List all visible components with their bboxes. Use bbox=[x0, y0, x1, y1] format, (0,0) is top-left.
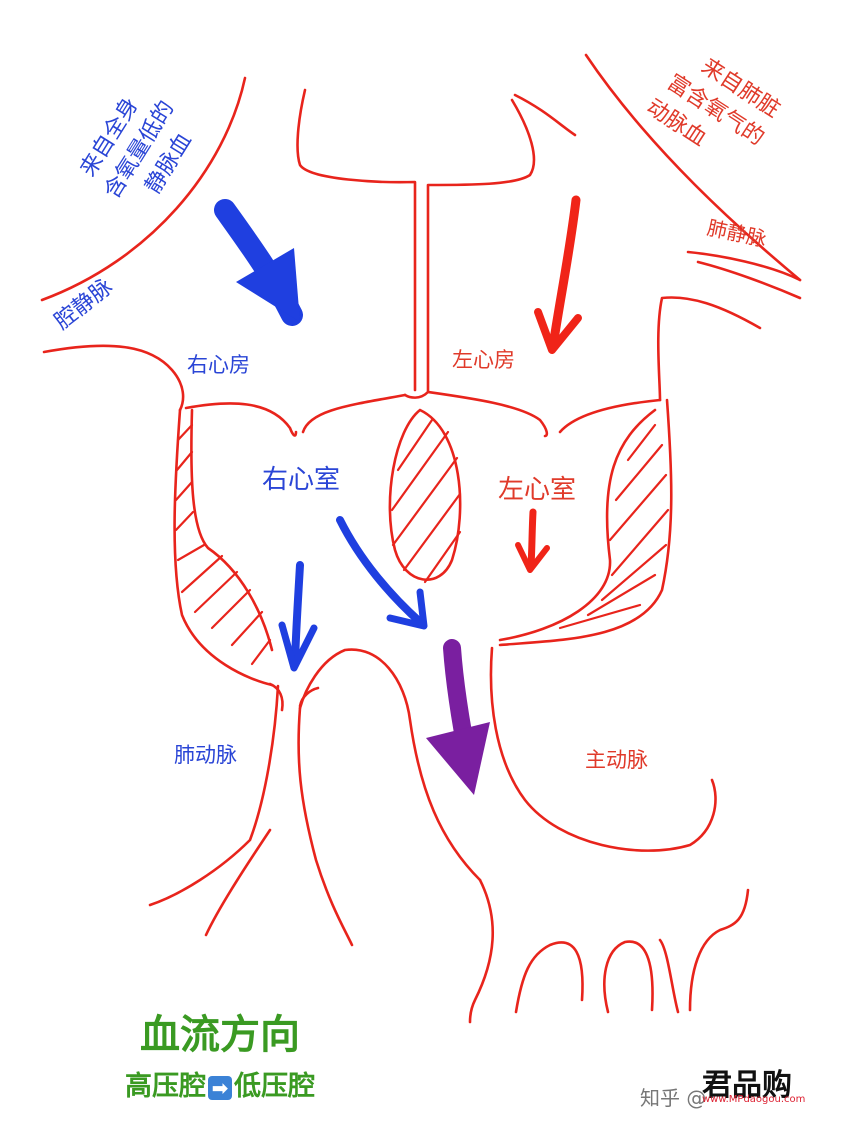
caption-title: 血流方向 bbox=[140, 1012, 300, 1058]
vessel-outlines bbox=[40, 53, 802, 1024]
right-heart-outer-wall bbox=[173, 408, 274, 687]
caption-subtitle: 高压腔➡低压腔 bbox=[60, 1064, 380, 1103]
vena-cava-outer-wall bbox=[40, 76, 247, 302]
right-atrioventricular-valve bbox=[184, 402, 298, 437]
superior-vessel-left bbox=[296, 88, 417, 392]
left-ventricle-inner-wall bbox=[498, 408, 657, 642]
pulmonary-artery-label: 肺动脉 bbox=[174, 743, 237, 767]
right-ventricle-inner-wall bbox=[190, 408, 274, 652]
right-atrium-wall bbox=[42, 344, 185, 412]
septum-base bbox=[403, 390, 430, 399]
blue-arrow-right-ventricle-down bbox=[278, 561, 318, 672]
right-ventricle-label: 右心室 bbox=[262, 465, 340, 495]
low-pressure-label: 低压腔 bbox=[234, 1071, 315, 1102]
aorta-lower-wall bbox=[514, 941, 584, 1014]
pulmonary-vein-inner bbox=[513, 93, 577, 137]
right-arrow-icon: ➡ bbox=[208, 1075, 232, 1100]
pulmonary-vein-outer-arc bbox=[584, 53, 802, 282]
pulmonary-artery-right-branch bbox=[297, 706, 354, 947]
pulmonary-vein-label: 肺静脉 bbox=[705, 215, 769, 251]
flow-arrows bbox=[214, 195, 582, 795]
brand-url: www.MPdaogou.com bbox=[702, 1094, 806, 1105]
blue-arrow-vena-cava bbox=[214, 199, 303, 326]
purple-arrow-aorta bbox=[426, 639, 490, 795]
pulmonary-vein-branch-lower bbox=[696, 260, 802, 300]
septum-hatching bbox=[390, 418, 462, 584]
pulmonary-valve-right bbox=[298, 686, 320, 708]
vena-cava-label: 腔静脉 bbox=[50, 274, 117, 334]
vena-cava-source-text: 来自全身 含氧量低的 静脉血 bbox=[76, 93, 197, 203]
hatched-walls bbox=[174, 418, 670, 666]
left-wall-hatching bbox=[558, 423, 670, 630]
aorta-inner-wall bbox=[489, 646, 717, 852]
brand-logo: 君品购 bbox=[702, 1068, 792, 1103]
left-atrium-top-wall bbox=[656, 296, 762, 402]
right-atrium-septum-floor bbox=[301, 393, 407, 434]
zhihu-watermark: 知乎 @ bbox=[640, 1086, 707, 1110]
pulmonary-artery-left-wall bbox=[148, 684, 280, 907]
pulmonary-vein-branch-upper bbox=[686, 250, 802, 282]
right-atrium-label: 右心房 bbox=[187, 353, 250, 377]
aorta-branch-1 bbox=[603, 940, 654, 1014]
left-ventricle-label: 左心室 bbox=[498, 475, 576, 505]
pulmonary-valve-left bbox=[268, 682, 284, 712]
pulmonary-artery-left-branch-inner bbox=[204, 828, 272, 937]
pulmonary-artery-right-wall bbox=[298, 648, 482, 882]
right-wall-hatching bbox=[174, 423, 272, 666]
interventricular-septum bbox=[388, 408, 462, 581]
red-arrow-left-ventricle bbox=[515, 508, 550, 573]
aorta-label: 主动脉 bbox=[585, 748, 648, 772]
high-pressure-label: 高压腔 bbox=[125, 1071, 206, 1102]
watermark: 知乎 @ 君品购 www.MPdaogou.com bbox=[640, 1060, 840, 1110]
aorta-arch-outer bbox=[468, 878, 495, 1024]
pulmonary-vein-source-text: 来自肺脏 富含氧气的 动脉血 bbox=[642, 54, 784, 152]
left-heart-outer-wall bbox=[498, 398, 673, 647]
left-atrioventricular-valve bbox=[558, 398, 662, 434]
left-atrium-label: 左心房 bbox=[452, 348, 515, 372]
diagram-labels: 来自全身 含氧量低的 静脉血 腔静脉 来自肺脏 富含氧气的 动脉血 肺静脉 右心… bbox=[50, 54, 784, 772]
aorta-branch-2 bbox=[688, 888, 750, 1012]
aorta-branch-3 bbox=[658, 938, 680, 1014]
blue-arrow-right-ventricle-diagonal bbox=[336, 516, 428, 630]
superior-vessel-right bbox=[426, 98, 549, 438]
red-arrow-pulmonary-vein bbox=[534, 195, 582, 354]
